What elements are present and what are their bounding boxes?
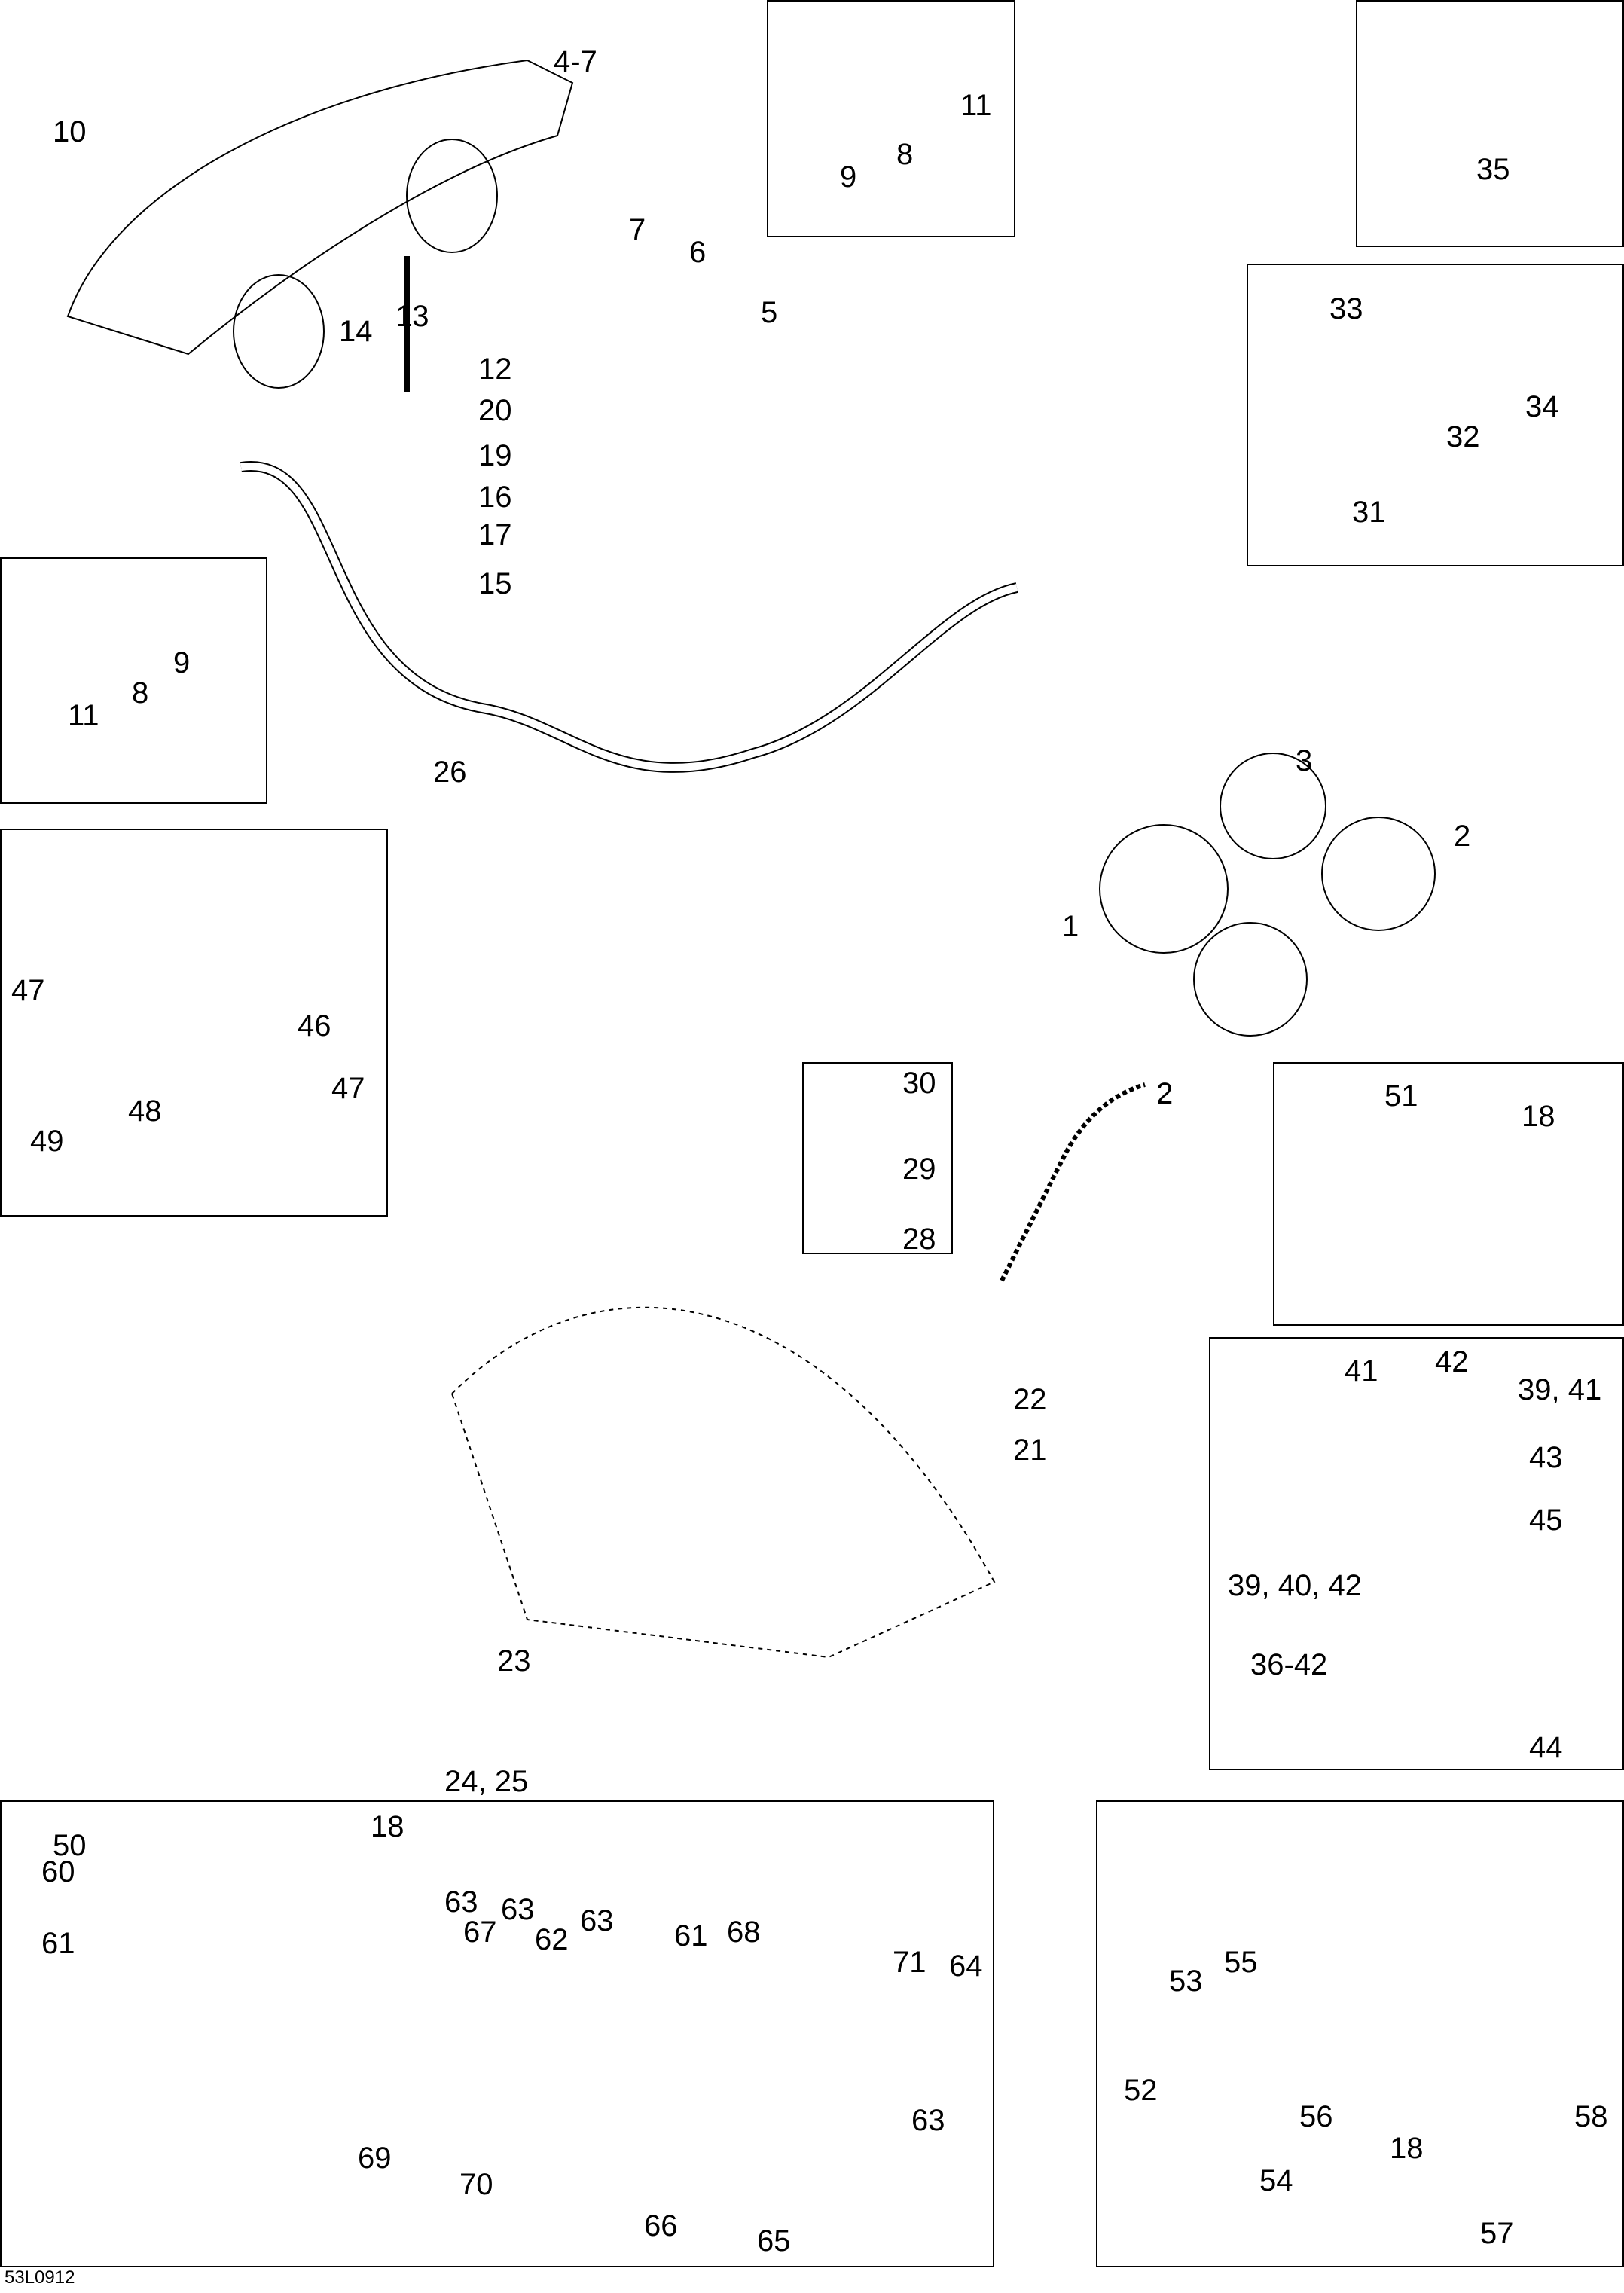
callout: 36-42 [1250, 1648, 1328, 1681]
diagram-code: 53L0912 [5, 2267, 75, 2288]
headlight-lens-right [406, 139, 498, 253]
callout: 32 [1446, 420, 1480, 453]
callout: 69 [358, 2142, 392, 2175]
callout: 23 [497, 1644, 531, 1678]
lens [1220, 753, 1326, 859]
callout: 9 [840, 160, 857, 194]
callout: 34 [1525, 390, 1559, 423]
callout: 60 [41, 1855, 75, 1888]
callout: 61 [674, 1919, 708, 1953]
callout: 19 [478, 439, 512, 472]
callout: 3 [1296, 744, 1313, 777]
callout: 48 [128, 1095, 162, 1128]
callout: 10 [53, 115, 87, 148]
callout: 63 [444, 1885, 478, 1919]
inset-key [1273, 1062, 1624, 1326]
callout: 43 [1529, 1441, 1563, 1474]
callout: 57 [1480, 2217, 1514, 2250]
headlight-housing [66, 59, 574, 356]
callout: 51 [1384, 1079, 1418, 1113]
callout: 20 [478, 394, 512, 427]
callout: 61 [41, 1927, 75, 1960]
callout: 21 [1013, 1434, 1047, 1467]
callout: 64 [949, 1950, 983, 1983]
inset-flasher [1247, 264, 1624, 566]
callout: 67 [463, 1916, 497, 1949]
bezel-ring-b [1193, 922, 1308, 1037]
callout: 6 [689, 236, 707, 269]
callout: 39, 41 [1518, 1373, 1602, 1406]
speedometer [1099, 824, 1229, 954]
callout: 33 [1329, 292, 1363, 325]
callout: 52 [1124, 2074, 1158, 2107]
callout: 41 [1345, 1354, 1378, 1388]
inset-gauge [0, 1800, 994, 2267]
callout: 53 [1169, 1965, 1203, 1998]
callout: 29 [902, 1153, 936, 1186]
callout: 22 [1013, 1383, 1047, 1416]
callout: 68 [727, 1916, 761, 1949]
callout: 5 [761, 296, 778, 329]
inset-connector [1356, 0, 1624, 247]
callout: 14 [339, 315, 373, 348]
callout: 47 [11, 974, 45, 1007]
callout: 18 [1522, 1100, 1555, 1133]
callout: 2 [1156, 1077, 1174, 1110]
bezel-ring-a [1321, 817, 1436, 931]
callout: 62 [535, 1923, 569, 1956]
callout: 4-7 [554, 45, 597, 78]
inset-switch [802, 1062, 953, 1254]
callout: 31 [1352, 496, 1386, 529]
tether-coil [1000, 1082, 1146, 1282]
callout: 30 [902, 1067, 936, 1100]
callout: 12 [478, 353, 512, 386]
callout: 28 [902, 1223, 936, 1256]
callout: 16 [478, 481, 512, 514]
callout: 18 [371, 1810, 404, 1843]
wiring-harness [240, 461, 1018, 773]
callout: 11 [68, 699, 99, 732]
inset-light [1096, 1800, 1624, 2267]
inset-screw [767, 0, 1015, 237]
callout: 63 [911, 2104, 945, 2137]
callout: 54 [1259, 2164, 1293, 2197]
callout: 45 [1529, 1504, 1563, 1537]
callout: 24, 25 [444, 1765, 529, 1798]
hood-outline [450, 1306, 996, 1659]
callout: 55 [1224, 1946, 1258, 1979]
callout: 44 [1529, 1731, 1563, 1764]
callout: 50 [53, 1829, 87, 1862]
headlight-lens-left [233, 274, 325, 389]
callout: 70 [459, 2168, 493, 2201]
callout: 46 [298, 1009, 331, 1043]
callout: 2 [1454, 820, 1471, 853]
callout: 63 [501, 1893, 535, 1926]
callout: 39, 40, 42 [1228, 1569, 1362, 1602]
callout: 1 [1062, 910, 1079, 943]
callout: 11 [960, 89, 992, 122]
callout: 35 [1476, 153, 1510, 186]
callout: 65 [757, 2224, 791, 2258]
callout: 42 [1435, 1345, 1469, 1379]
callout: 49 [30, 1125, 64, 1158]
callout: 66 [644, 2209, 678, 2243]
callout: 9 [173, 646, 191, 679]
callout: 56 [1299, 2100, 1333, 2133]
inset-regulator [1209, 1337, 1624, 1770]
callout: 13 [395, 300, 429, 333]
callout: 15 [478, 567, 512, 600]
callout: 18 [1390, 2132, 1424, 2165]
callout: 47 [331, 1072, 365, 1105]
callout: 26 [433, 756, 467, 789]
callout: 8 [896, 138, 914, 171]
callout: 63 [580, 1904, 614, 1937]
inset-bracket [0, 829, 388, 1217]
callout: 7 [629, 213, 646, 246]
callout: 71 [893, 1946, 926, 1979]
inset-left-screw [0, 557, 267, 804]
callout: 58 [1574, 2100, 1608, 2133]
callout: 8 [132, 676, 149, 710]
callout: 17 [478, 518, 512, 551]
